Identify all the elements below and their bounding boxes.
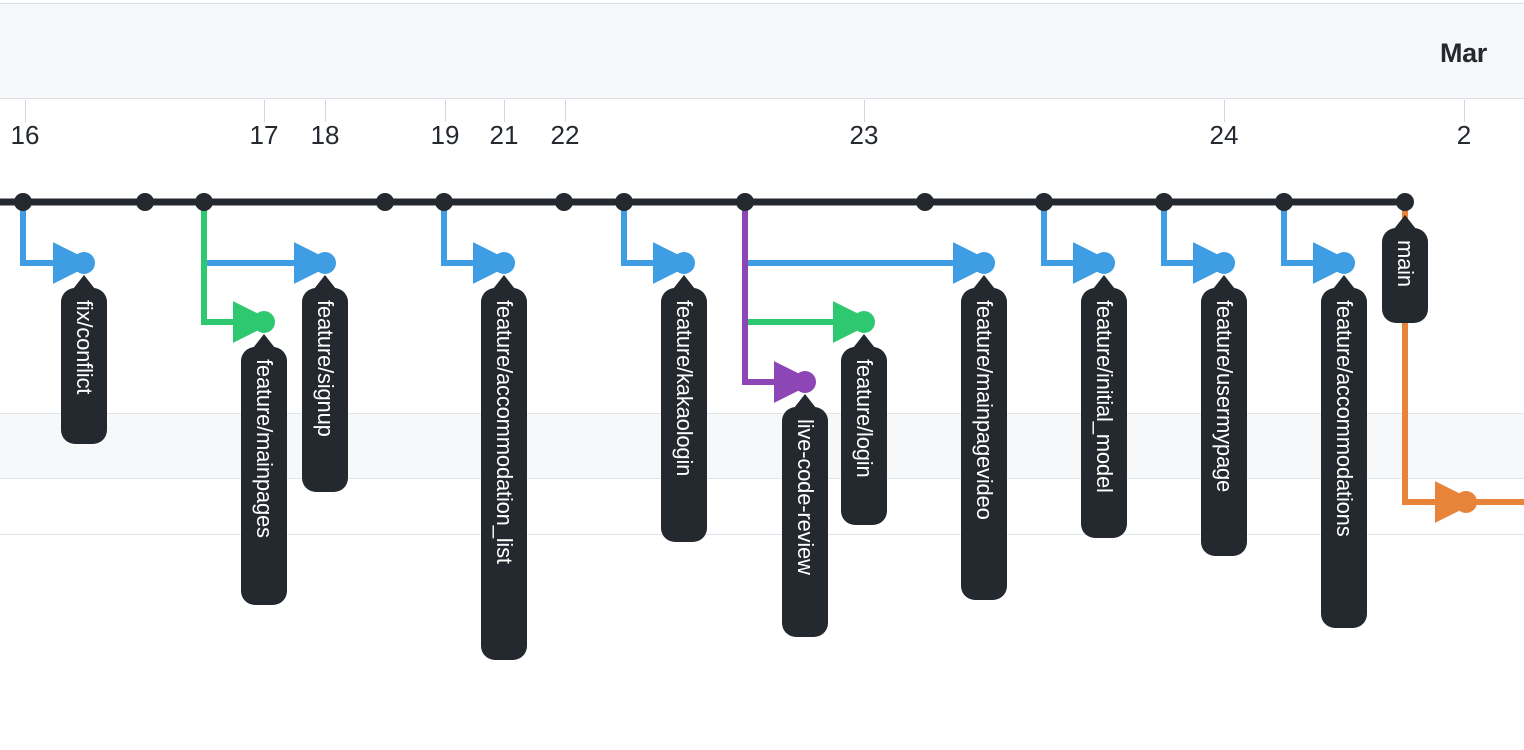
branch-dot-feature-accommodation-list[interactable] [493,252,515,274]
branch-label-feature-mainpages[interactable]: feature/mainpages [241,334,287,605]
branch-label-feature-kakaologin[interactable]: feature/kakaologin [661,275,707,542]
branch-dot-feature-kakaologin[interactable] [673,252,695,274]
row-separator [0,478,1524,479]
branch-label-feature-mainpagevideo[interactable]: feature/mainpagevideo [961,275,1007,600]
day-label-23: 23 [849,120,879,150]
commit-dot[interactable] [1396,193,1414,211]
branch-label-feature-accommodations[interactable]: feature/accommodations [1321,275,1367,628]
day-label-16: 16 [10,120,40,150]
pill-pointer-icon [673,275,695,289]
commit-dot[interactable] [615,193,633,211]
pill-pointer-icon [853,334,875,348]
row-separator [0,534,1524,535]
branch-dot-feature-mainpages[interactable] [253,311,275,333]
branch-head-dots [73,252,1477,513]
branch-label-text: feature/kakaologin [672,300,697,477]
branch-label-live-code-review[interactable]: live-code-review [782,394,828,637]
commit-dot[interactable] [1155,193,1173,211]
day-label-2: 2 [1456,120,1472,150]
branch-label-text: feature/usermypage [1212,300,1237,493]
pill-pointer-icon [973,275,995,289]
branch-dot-feature-signup[interactable] [314,252,336,274]
commit-dot[interactable] [435,193,453,211]
branch-label-text: feature/initial_model [1092,300,1117,493]
branch-label-text: fix/conflict [72,300,97,395]
day-tick [264,100,265,122]
commit-dot[interactable] [736,193,754,211]
day-tick [445,100,446,122]
day-label-19: 19 [430,120,460,150]
pill-pointer-icon [493,275,515,289]
branch-dot-feature-mainpagevideo[interactable] [973,252,995,274]
day-label-18: 18 [310,120,340,150]
pill-pointer-icon [314,275,336,289]
pill-pointer-icon [253,334,275,348]
branch-label-text: feature/mainpages [252,359,277,538]
branch-dot-feature-usermypage[interactable] [1213,252,1235,274]
branch-label-feature-initial-model[interactable]: feature/initial_model [1081,275,1127,538]
branch-label-text: feature/login [852,359,877,478]
day-tick [504,100,505,122]
pill-pointer-icon [794,394,816,408]
branch-label-fix-conflict[interactable]: fix/conflict [61,275,107,444]
day-tick [1464,100,1465,122]
day-label-21: 21 [489,120,519,150]
branch-label-feature-signup[interactable]: feature/signup [302,275,348,492]
day-tick [1224,100,1225,122]
day-label-22: 22 [550,120,580,150]
day-tick [25,100,26,122]
commit-dot[interactable] [1275,193,1293,211]
commit-dot[interactable] [14,193,32,211]
row-separator [0,413,1524,414]
commit-dot[interactable] [916,193,934,211]
pill-pointer-icon [1093,275,1115,289]
branch-dot-live-code-review[interactable] [794,371,816,393]
branch-label-text: main [1393,240,1418,287]
branch-label-feature-usermypage[interactable]: feature/usermypage [1201,275,1247,556]
commit-dot[interactable] [136,193,154,211]
commit-dot[interactable] [376,193,394,211]
branch-label-feature-accommodation-list[interactable]: feature/accommodation_list [481,275,527,660]
branch-dot-head-main[interactable] [1455,491,1477,513]
branch-label-feature-login[interactable]: feature/login [841,334,887,525]
day-label-17: 17 [249,120,279,150]
day-tick [325,100,326,122]
pill-pointer-icon [1213,275,1235,289]
pill-pointer-icon [1394,215,1416,229]
day-tick [864,100,865,122]
commit-dot[interactable] [195,193,213,211]
branch-label-text: live-code-review [793,419,818,575]
branch-dot-feature-accommodations[interactable] [1333,252,1355,274]
commit-dot[interactable] [1035,193,1053,211]
branch-dot-feature-initial-model[interactable] [1093,252,1115,274]
main-commit-dots [14,193,1414,211]
pill-pointer-icon [1333,275,1355,289]
pill-pointer-icon [73,275,95,289]
month-header-band: Mar [0,3,1524,99]
branch-label-text: feature/signup [313,300,338,437]
branch-label-text: feature/accommodations [1332,300,1357,537]
day-label-24: 24 [1209,120,1239,150]
month-label-mar: Mar [1440,38,1487,68]
commit-dot[interactable] [555,193,573,211]
branch-dot-feature-login[interactable] [853,311,875,333]
branch-label-text: feature/accommodation_list [492,300,517,564]
branch-label-text: feature/mainpagevideo [972,300,997,520]
branch-label-main[interactable]: main [1382,215,1428,323]
branch-dot-fix-conflict[interactable] [73,252,95,274]
day-tick [565,100,566,122]
